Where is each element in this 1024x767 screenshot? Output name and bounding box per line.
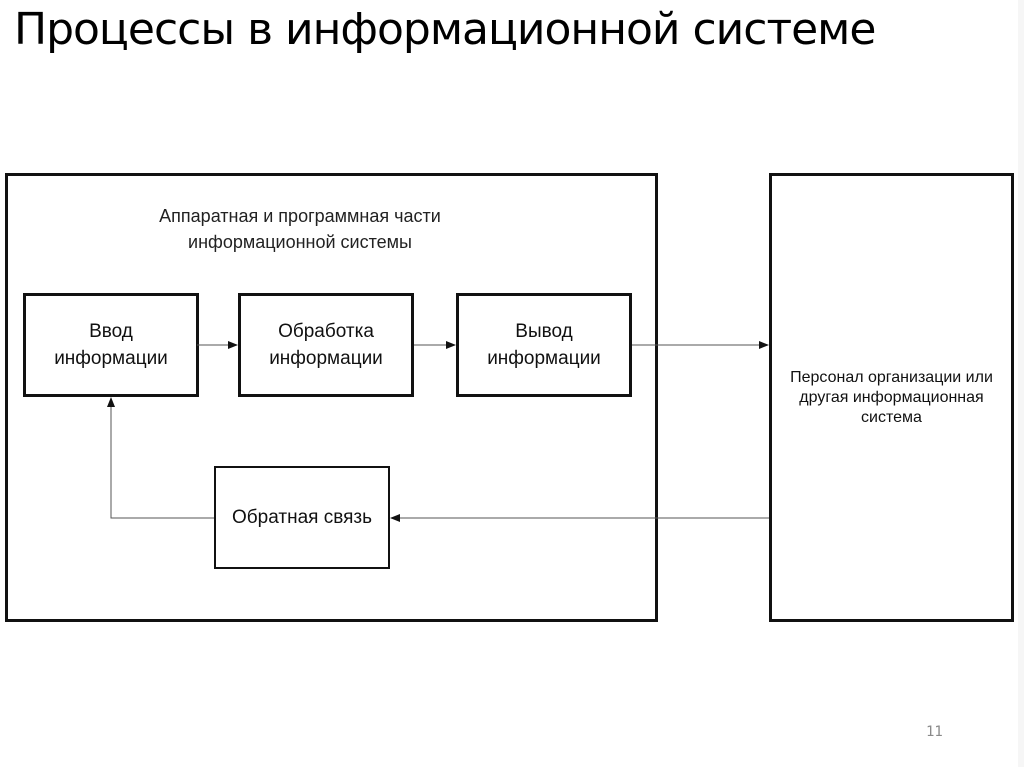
node-external-line3: система — [861, 408, 922, 426]
slide-title: Процессы в информационной системе — [14, 4, 876, 55]
system-group-label: Аппаратная и программная части информаци… — [5, 203, 595, 255]
group-label-line1: Аппаратная и программная части — [159, 206, 441, 226]
node-output-line2: информации — [487, 348, 601, 369]
node-feedback-label: Обратная связь — [232, 506, 372, 528]
slide-edge-strip — [1018, 0, 1024, 767]
group-label-line2: информационной системы — [188, 232, 412, 252]
node-input-line2: информации — [54, 348, 168, 369]
node-input-line1: Ввод — [89, 321, 133, 342]
node-processing-line2: информации — [269, 348, 383, 369]
node-output-line1: Вывод — [515, 321, 573, 342]
node-output[interactable]: Вывод информации — [456, 293, 632, 397]
node-feedback[interactable]: Обратная связь — [214, 466, 390, 569]
node-processing-line1: Обработка — [278, 321, 374, 342]
page-number: 11 — [926, 724, 943, 740]
node-processing[interactable]: Обработка информации — [238, 293, 414, 397]
node-input[interactable]: Ввод информации — [23, 293, 199, 397]
node-external-line1: Персонал организации или — [790, 368, 993, 386]
node-external[interactable]: Персонал организации или другая информац… — [769, 173, 1014, 622]
node-external-line2: другая информационная — [799, 388, 984, 406]
